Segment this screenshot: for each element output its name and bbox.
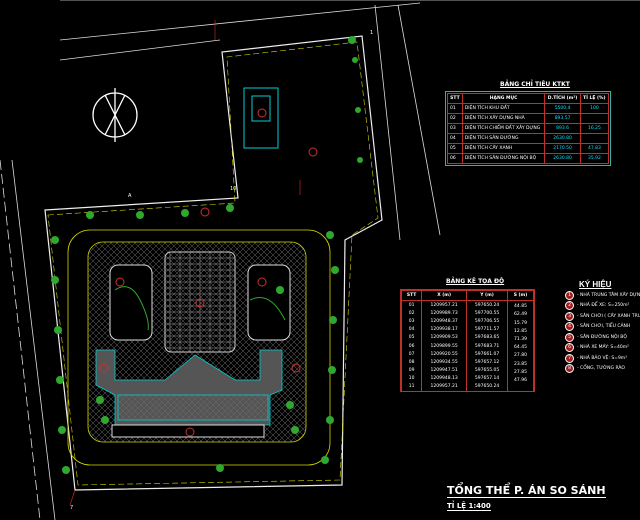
drawing-scale: TỈ LỆ 1:400: [447, 502, 491, 511]
legend-number-icon: 2: [565, 301, 574, 311]
legend-label: - NHÀ ĐỂ XE: S=250m²: [577, 303, 630, 309]
grid-label-7: 7: [70, 505, 74, 511]
legend-item: 2- NHÀ ĐỂ XE: S=250m²: [565, 301, 640, 312]
grid-label-10: 10: [230, 186, 237, 192]
legend-label: - CỔNG, TƯỜNG RÀO: [577, 366, 625, 372]
legend-item: 4- SÂN CHƠI, TIỂU CẢNH: [565, 322, 640, 333]
garden-left: [109, 264, 153, 341]
legend-number-icon: 6: [565, 343, 574, 353]
legend-number-icon: 8: [565, 364, 574, 374]
legend-label: - NHÀ XE MÁY: S=40m²: [577, 345, 629, 351]
legend-number-icon: 5: [565, 332, 574, 342]
legend-number-icon: 4: [565, 322, 574, 332]
legend-item: 5- SÂN ĐƯỜNG NỘI BỘ: [565, 332, 640, 343]
trees: [51, 36, 363, 474]
legend-number-icon: 3: [565, 311, 574, 321]
grid-label-1: 1: [370, 30, 374, 36]
legend-label: - SÂN CHƠI ( CÂY XANH TRUNG TÂM ): [577, 313, 640, 319]
main-building: [95, 349, 283, 426]
site-boundary: [44, 35, 383, 491]
legend-label: - SÂN ĐƯỜNG NỘI BỘ: [577, 334, 627, 340]
legend-number-icon: 7: [565, 353, 574, 363]
legend-item: 6- NHÀ XE MÁY: S=40m²: [565, 343, 640, 354]
parking-building: [243, 87, 279, 149]
internal-road: [67, 229, 331, 466]
garden-right: [247, 264, 291, 341]
grid-label-a: A: [128, 193, 132, 199]
central-square: [164, 251, 236, 353]
indicators-table-title: BẢNG CHỈ TIÊU KTKT: [500, 81, 570, 88]
coordinates-table-title: BẢNG KÊ TỌA ĐỘ: [446, 278, 505, 285]
legend-title: KÝ HIỆU: [579, 280, 612, 289]
zone-markers: [99, 108, 318, 437]
drawing-title: TỔNG THỂ P. ÁN SO SÁNH: [447, 484, 606, 498]
north-arrow-icon: [92, 88, 138, 142]
legend-label: - NHÀ BẢO VỆ: S=9m²: [577, 355, 627, 361]
legend-label: - NHÀ TRUNG TÂM XÂY DỰNG: [577, 292, 640, 298]
legend-item: 7- NHÀ BẢO VỆ: S=9m²: [565, 353, 640, 364]
legend-number-icon: 1: [565, 290, 574, 300]
legend-item: 8- CỔNG, TƯỜNG RÀO: [565, 364, 640, 375]
legend-item: 1- NHÀ TRUNG TÂM XÂY DỰNG: [565, 290, 640, 301]
legend-item: 3- SÂN CHƠI ( CÂY XANH TRUNG TÂM ): [565, 311, 640, 322]
legend-label: - SÂN CHƠI, TIỂU CẢNH: [577, 324, 631, 330]
